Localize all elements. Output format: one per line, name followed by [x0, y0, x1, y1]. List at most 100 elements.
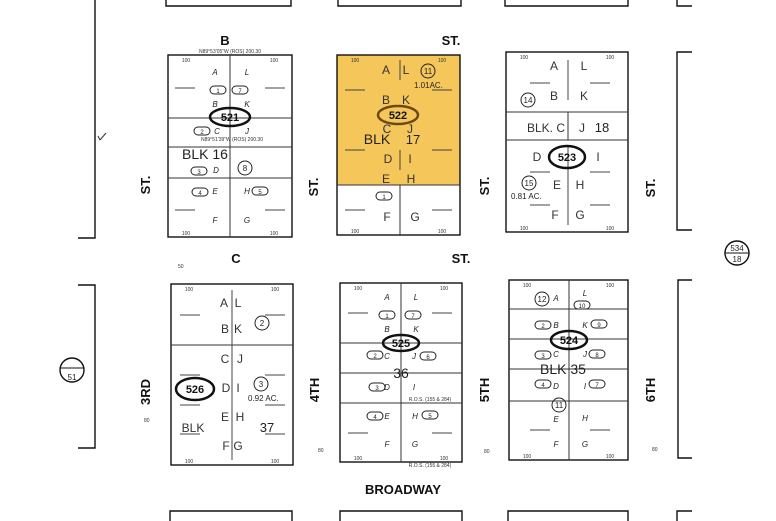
parcel-number-525[interactable]: 525	[381, 333, 421, 353]
lot-letter: G	[575, 208, 584, 222]
lot-letter: F	[385, 440, 391, 449]
street-c-suffix: ST.	[452, 251, 471, 266]
street-fifth-suffix: ST.	[477, 177, 492, 196]
street-c: C	[231, 251, 241, 266]
parcel-7[interactable]: 7	[588, 379, 606, 389]
dim-label: 100	[351, 229, 360, 235]
lot-letter: C	[383, 122, 392, 136]
dim-label: 100	[606, 226, 615, 232]
parcel-10[interactable]: 10	[573, 300, 591, 310]
parcel-number-text: 522	[389, 110, 407, 122]
block-number: 18	[595, 120, 609, 135]
parcel-1[interactable]: 1	[209, 85, 227, 95]
map-ref-left-number: 51	[68, 373, 77, 382]
dim-label: 80	[318, 448, 324, 454]
lot-letter: F	[222, 439, 229, 453]
parcel-8[interactable]: 8	[588, 349, 606, 359]
parcel-11[interactable]: 11	[551, 397, 567, 413]
parcel-2[interactable]: 2	[366, 350, 384, 360]
parcel-label: 15	[525, 179, 534, 188]
lot-letter: F	[551, 208, 558, 222]
lot-letter: L	[414, 293, 418, 302]
dim-label: 100	[351, 58, 360, 64]
parcel-number-524[interactable]: 524	[549, 329, 589, 351]
parcel-2[interactable]: 2	[254, 315, 270, 331]
parcel-2[interactable]: 2	[193, 126, 211, 136]
parcel-label: 2	[260, 319, 265, 328]
lot-letter: E	[212, 187, 218, 196]
parcel-9[interactable]: 9	[590, 319, 608, 329]
map-ref-left[interactable]: 51	[59, 357, 85, 383]
parcel-number-521[interactable]: 521	[208, 106, 252, 128]
highlighted-block-fill	[337, 55, 460, 185]
check-mark	[97, 132, 107, 141]
lot-letter: L	[245, 68, 249, 77]
lot-letter: H	[576, 178, 585, 192]
lot-letter: A	[382, 63, 390, 77]
parcel-number-523[interactable]: 523	[547, 144, 587, 170]
parcel-4[interactable]: 4	[191, 187, 209, 197]
parcel-11[interactable]: 11	[420, 63, 436, 79]
parcel-label: 8	[243, 164, 248, 173]
acreage: 0.92 AC.	[248, 394, 279, 403]
parcel-3[interactable]: 3	[534, 350, 552, 360]
parcel-pill	[251, 186, 269, 196]
dim-label: 80	[652, 447, 658, 453]
street-third: 3RD	[138, 379, 153, 405]
dim-label: 100	[523, 283, 532, 289]
lot-letter: E	[382, 172, 390, 186]
parcel-label: 3	[541, 354, 545, 360]
parcel-12[interactable]: 12	[534, 291, 550, 307]
lot-letter: E	[553, 415, 559, 424]
parcel-pill	[421, 410, 439, 420]
parcel-2[interactable]: 2	[534, 320, 552, 330]
parcel-number-522[interactable]: 522	[376, 104, 420, 126]
adjacent-blocks	[78, 0, 692, 521]
map-ref-right[interactable]: 534 18	[724, 240, 750, 266]
parcel-1[interactable]: 1	[375, 191, 393, 201]
parcel-3[interactable]: 3	[190, 166, 208, 176]
parcel-6[interactable]: 6	[419, 351, 437, 361]
street-b: B	[220, 33, 229, 48]
dim-label: 100	[606, 454, 615, 460]
parcel-8[interactable]: 8	[237, 160, 253, 176]
parcel-3[interactable]: 3	[253, 376, 269, 392]
parcel-pill	[588, 349, 606, 359]
parcel-label: 1	[385, 314, 389, 320]
lot-letter: A	[550, 59, 558, 73]
parcel-number-526[interactable]: 526	[174, 376, 216, 402]
dim-label: 80	[484, 449, 490, 455]
parcel-ellipse	[208, 106, 252, 128]
parcel-label: 8	[595, 353, 599, 359]
lot-letter: G	[233, 439, 242, 453]
parcel-5[interactable]: 5	[251, 186, 269, 196]
acreage: 0.81 AC.	[511, 192, 542, 201]
parcel-label: 14	[524, 96, 533, 105]
parcel-5[interactable]: 5	[421, 410, 439, 420]
parcel-label: 11	[424, 67, 433, 76]
parcel-1[interactable]: 1	[378, 310, 396, 320]
parcel-4[interactable]: 4	[534, 379, 552, 389]
parcel-circle	[521, 175, 537, 191]
lot-letter: B	[550, 89, 558, 103]
parcel-7[interactable]: 7	[231, 85, 249, 95]
parcel-14[interactable]: 14	[520, 92, 536, 108]
lot-letter: A	[383, 293, 389, 302]
parcel-3[interactable]: 3	[368, 382, 386, 392]
lot-letter: D	[222, 381, 231, 395]
dim-label: 100	[606, 55, 615, 61]
parcel-15[interactable]: 15	[521, 175, 537, 191]
dim-label: 100	[606, 283, 615, 289]
lot-letter: K	[402, 93, 410, 107]
parcel-4[interactable]: 4	[366, 411, 384, 421]
parcel-7[interactable]: 7	[404, 310, 422, 320]
lot-letter: K	[582, 321, 588, 330]
parcel-pill	[366, 350, 384, 360]
parcel-label: 12	[538, 295, 547, 304]
